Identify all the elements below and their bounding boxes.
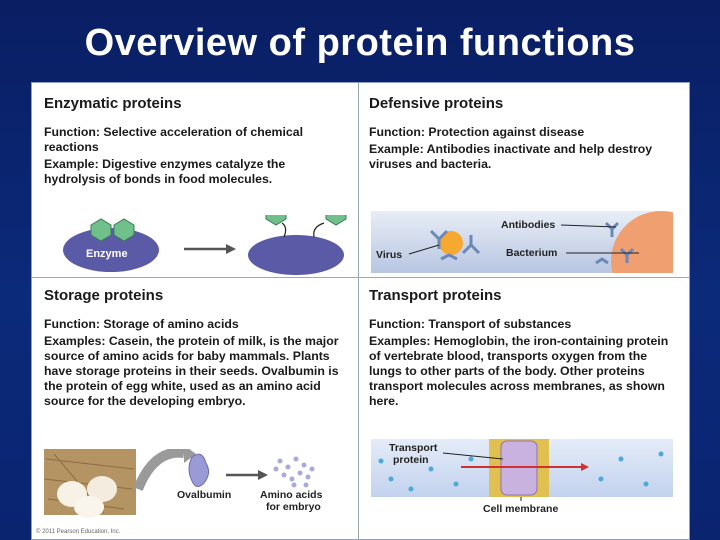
curved-arrow [133, 449, 185, 491]
molecule-dots [378, 451, 664, 492]
panel-description: Function: Storage of amino acids Example… [44, 317, 350, 411]
panel-transport: Transport proteins Function: Transport o… [361, 279, 685, 529]
function-text: Function: Protection against disease [369, 125, 585, 139]
panel-description: Function: Transport of substances Exampl… [369, 317, 675, 411]
egg-2 [87, 476, 117, 502]
panel-heading: Enzymatic proteins [44, 95, 182, 112]
virus-leader [408, 244, 440, 255]
function-text: Function: Transport of substances [369, 317, 572, 331]
transport-label-2: protein [393, 454, 429, 466]
membrane-label: Cell membrane [483, 503, 558, 515]
panel-description: Function: Protection against disease Exa… [369, 125, 675, 174]
transport-leader [442, 452, 504, 460]
enzyme-shape [63, 228, 159, 272]
ovalbumin-label: Ovalbumin [177, 489, 231, 501]
panel-heading: Storage proteins [44, 287, 164, 304]
reaction-arrowhead [226, 244, 236, 254]
product-right [325, 215, 347, 226]
slide-title: Overview of protein functions [84, 22, 636, 64]
antibody-illustration: Antibodies Virus Bacterium [371, 211, 673, 273]
antibodies-leader [560, 224, 617, 228]
antibodies-label: Antibodies [501, 219, 555, 231]
nest-straw [44, 453, 135, 514]
panel-heading: Defensive proteins [369, 95, 504, 112]
panel-description: Function: Selective acceleration of chem… [44, 125, 350, 189]
panel-defensive: Defensive proteins Function: Protection … [361, 87, 685, 275]
product-arrow-left [281, 222, 287, 238]
example-text: Example: Antibodies inactivate and help … [369, 142, 653, 171]
enzyme-shape-after [248, 235, 344, 275]
transport-label-1: Transport [389, 442, 438, 454]
egg-3 [74, 496, 104, 518]
bacterium-label: Bacterium [506, 247, 557, 259]
product-left [265, 215, 287, 226]
enzyme-illustration: Enzyme [63, 215, 347, 275]
product-arrow-right [313, 222, 325, 238]
virus-label: Virus [376, 249, 402, 261]
divider-vertical [358, 83, 359, 539]
function-text: Function: Storage of amino acids [44, 317, 239, 331]
storage-illustration: Ovalbumin Amino acids for embryo [44, 449, 323, 518]
example-text: Example: Digestive enzymes catalyze the … [44, 157, 286, 186]
substrate-right [113, 218, 135, 242]
example-text: Examples: Casein, the protein of milk, i… [44, 334, 339, 408]
enzyme-label: Enzyme [86, 248, 128, 260]
substrate-left [90, 218, 112, 242]
panel-heading: Transport proteins [369, 287, 502, 304]
amino-acid-dots [273, 456, 315, 488]
transport-illustration: Transport protein Cell membrane [371, 439, 673, 515]
ovalbumin-shape [188, 453, 210, 487]
digest-arrowhead [258, 470, 268, 480]
amino-acids-label: Amino acids [260, 489, 323, 501]
copyright-notice: © 2011 Pearson Education, Inc. [36, 529, 121, 535]
divider-horizontal [32, 277, 689, 278]
panel-storage: Storage proteins Function: Storage of am… [36, 279, 356, 529]
for-embryo-label: for embryo [266, 501, 321, 513]
protein-figure: Enzymatic proteins Function: Selective a… [31, 82, 690, 540]
function-text: Function: Selective acceleration of chem… [44, 125, 304, 154]
transport-arrowhead [581, 463, 589, 471]
curved-arrowhead [184, 449, 196, 463]
panel-enzymatic: Enzymatic proteins Function: Selective a… [36, 87, 356, 275]
virus-shape [439, 231, 463, 255]
example-text: Examples: Hemoglobin, the iron-containin… [369, 334, 669, 408]
antibody-group [429, 221, 635, 265]
